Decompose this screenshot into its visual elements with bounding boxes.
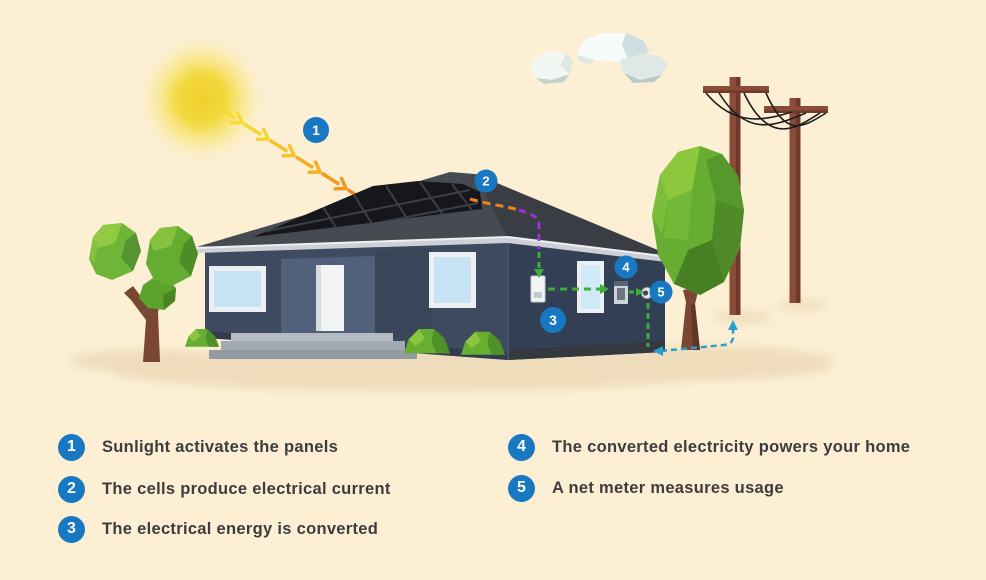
- legend-label-4: The converted electricity powers your ho…: [552, 437, 911, 456]
- door: [316, 265, 344, 331]
- legend-badge-5: 5: [508, 474, 535, 502]
- legend-item-3: 3 The electrical energy is converted: [58, 515, 378, 543]
- legend-item-2: 2 The cells produce electrical current: [58, 475, 391, 503]
- legend-label-3: The electrical energy is converted: [102, 519, 379, 538]
- cloud-icon: [530, 33, 668, 84]
- power-lines: [705, 92, 827, 130]
- svg-text:5: 5: [657, 285, 664, 300]
- tree-icon: [89, 223, 198, 362]
- window: [429, 252, 476, 308]
- legend-badge-3: 3: [58, 515, 85, 543]
- legend-badge-4: 4: [508, 433, 535, 461]
- svg-text:2: 2: [482, 174, 489, 189]
- svg-text:3: 3: [549, 312, 557, 328]
- legend-label-2: The cells produce electrical current: [102, 479, 391, 498]
- window: [209, 266, 266, 312]
- legend-label-1: Sunlight activates the panels: [102, 437, 339, 456]
- porch-steps: [209, 333, 417, 359]
- marker-2: 2: [474, 169, 498, 193]
- legend-label-5: A net meter measures usage: [552, 478, 784, 497]
- grid-connection-line: [660, 328, 735, 353]
- inverter: [530, 275, 546, 303]
- svg-text:1: 1: [312, 122, 320, 138]
- marker-3: 3: [540, 307, 566, 333]
- ground-shadows: [70, 300, 835, 391]
- current-flow-lines: [469, 197, 738, 356]
- right-skirt: [508, 341, 665, 360]
- legend-item-4: 4 The converted electricity powers your …: [508, 433, 910, 461]
- legend-item-5: 5 A net meter measures usage: [508, 474, 784, 502]
- window: [577, 261, 604, 313]
- panel-current-line-purple: [518, 208, 541, 249]
- marker-1: 1: [303, 117, 329, 143]
- marker-4: 4: [614, 255, 638, 279]
- svg-text:4: 4: [622, 260, 630, 275]
- panel-current-line-orange: [469, 197, 520, 212]
- legend-badge-1: 1: [58, 433, 85, 461]
- scene-markers: 1 2 3 4 5: [303, 117, 673, 333]
- marker-5: 5: [649, 280, 673, 304]
- electric-meter: [614, 281, 628, 304]
- sun-icon: [139, 36, 265, 162]
- legend-item-1: 1 Sunlight activates the panels: [58, 433, 338, 461]
- front-wall-panel: [375, 248, 432, 341]
- legend-badge-2: 2: [58, 475, 85, 503]
- legend: 1 Sunlight activates the panels 2 The ce…: [0, 420, 986, 580]
- tree-icon: [652, 146, 744, 350]
